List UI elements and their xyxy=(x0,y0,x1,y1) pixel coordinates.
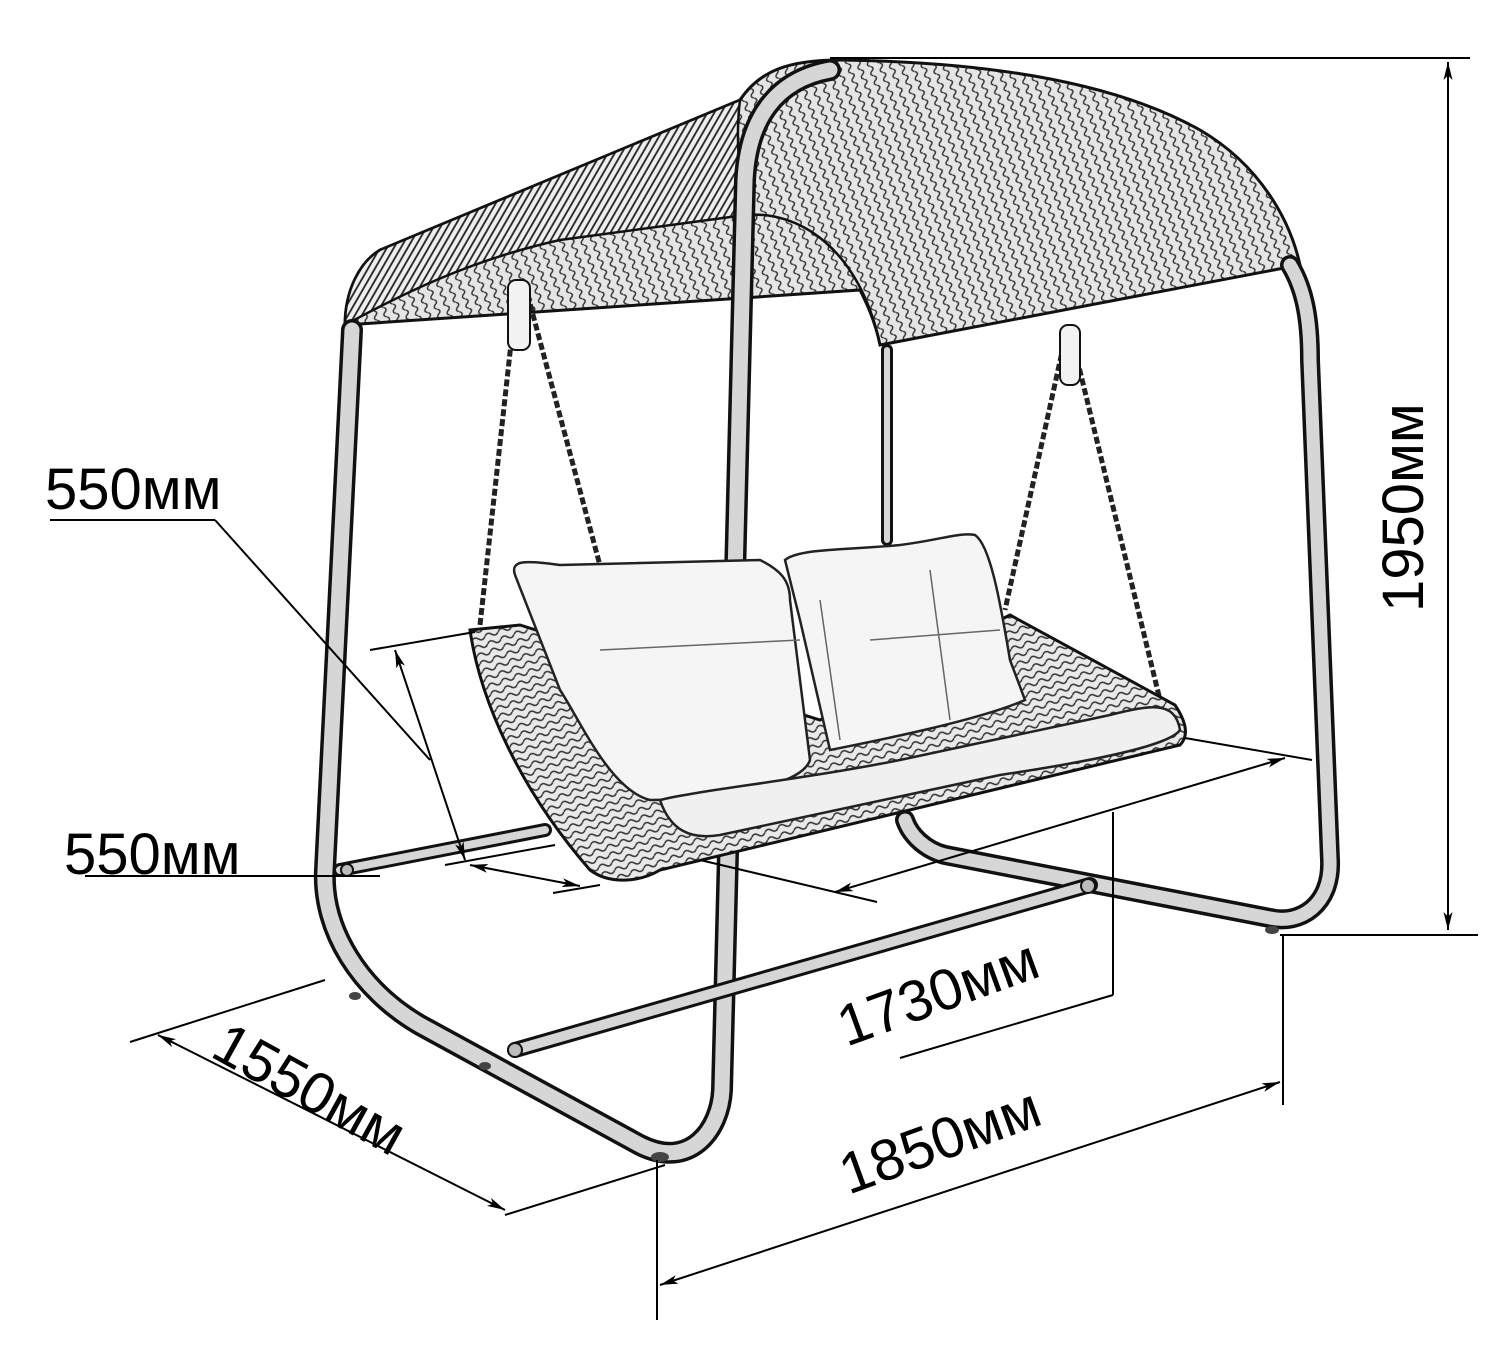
seat-width-label: 550мм xyxy=(64,822,241,887)
seat-basket xyxy=(468,533,1187,882)
rope-sleeves xyxy=(507,279,1081,386)
height-label: 1950мм xyxy=(1371,403,1436,612)
canopy xyxy=(343,58,1302,347)
dimension-lines xyxy=(50,57,1478,1320)
seat-depth-label: 550мм xyxy=(45,457,222,522)
